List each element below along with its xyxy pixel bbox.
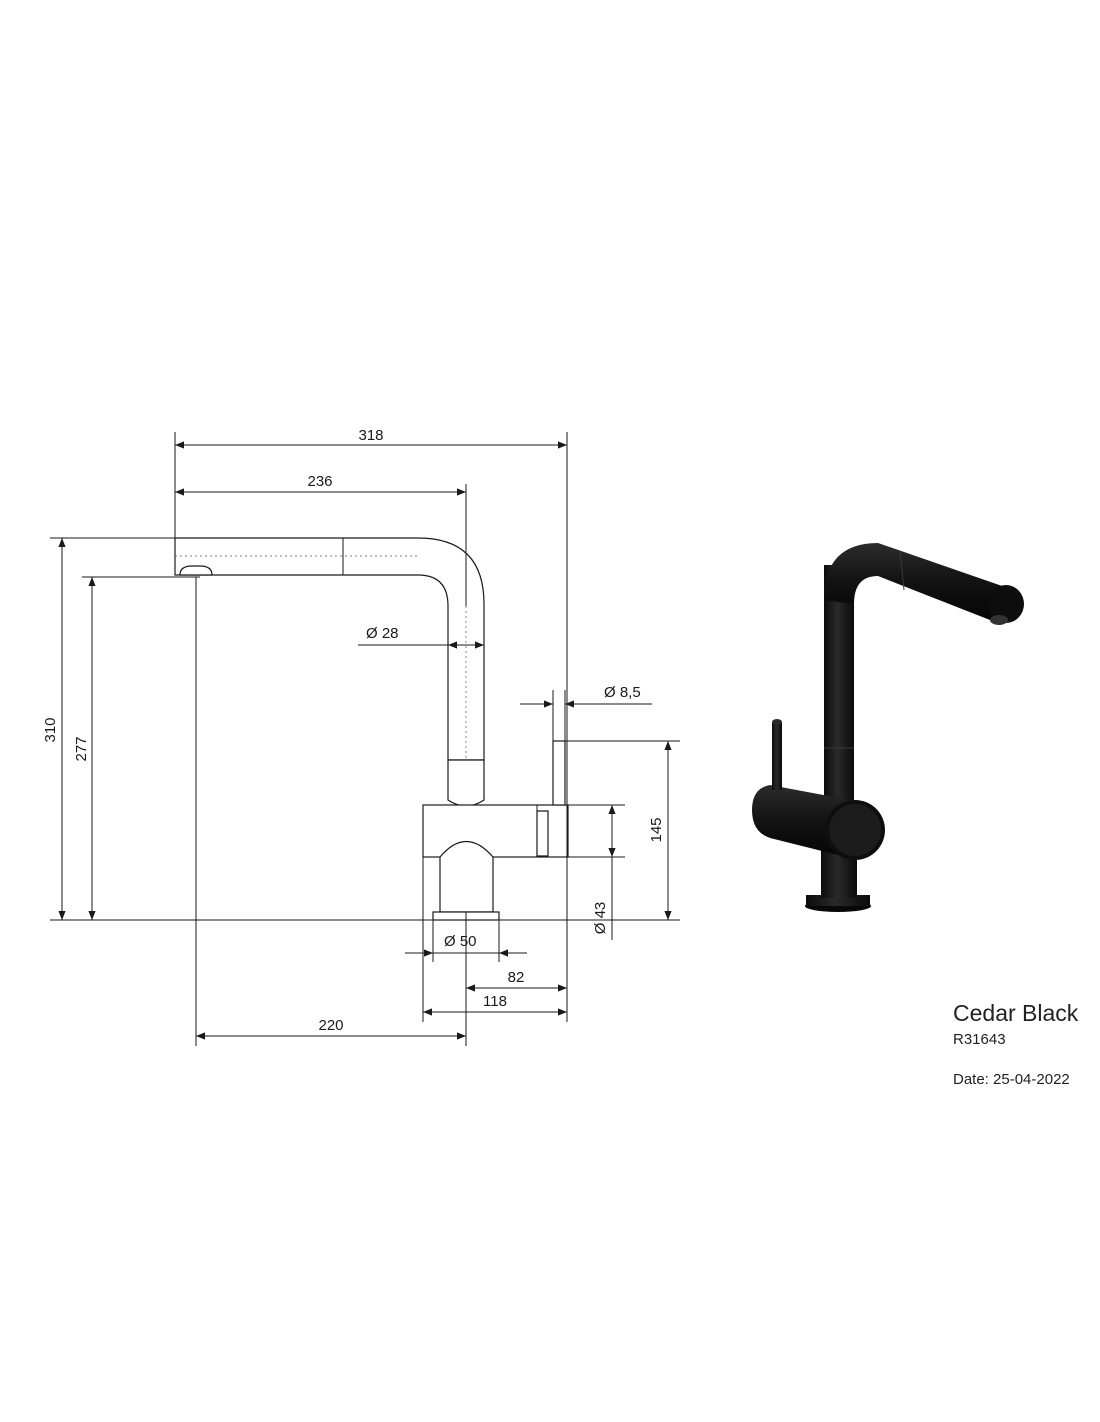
dimension-lines — [50, 432, 680, 1046]
product-code: R31643 — [953, 1031, 1006, 1048]
dim-total-height: 310 — [42, 717, 59, 742]
date-label: Date: — [953, 1071, 989, 1088]
dim-outlet-to-center: 220 — [318, 1017, 343, 1034]
faucet-product-image — [752, 543, 1024, 912]
faucet-outline — [174, 537, 569, 921]
dim-lever-diameter: Ø 8,5 — [604, 684, 641, 701]
dim-spout-diameter: Ø 28 — [366, 625, 399, 642]
dim-lever-height: 145 — [648, 817, 665, 842]
dim-base-diameter: Ø 50 — [444, 933, 477, 950]
dim-base-to-lever: 82 — [508, 969, 525, 986]
dim-outlet-height: 277 — [73, 736, 90, 761]
dim-spout-reach: 236 — [307, 473, 332, 490]
drawing-date: Date: 25-04-2022 — [953, 1071, 1070, 1088]
dim-total-width: 318 — [358, 427, 383, 444]
dim-body-diameter: Ø 43 — [592, 902, 609, 935]
product-name: Cedar Black — [953, 1000, 1079, 1026]
dim-base-to-rear: 118 — [483, 993, 507, 1010]
date-value: 25-04-2022 — [993, 1071, 1070, 1088]
